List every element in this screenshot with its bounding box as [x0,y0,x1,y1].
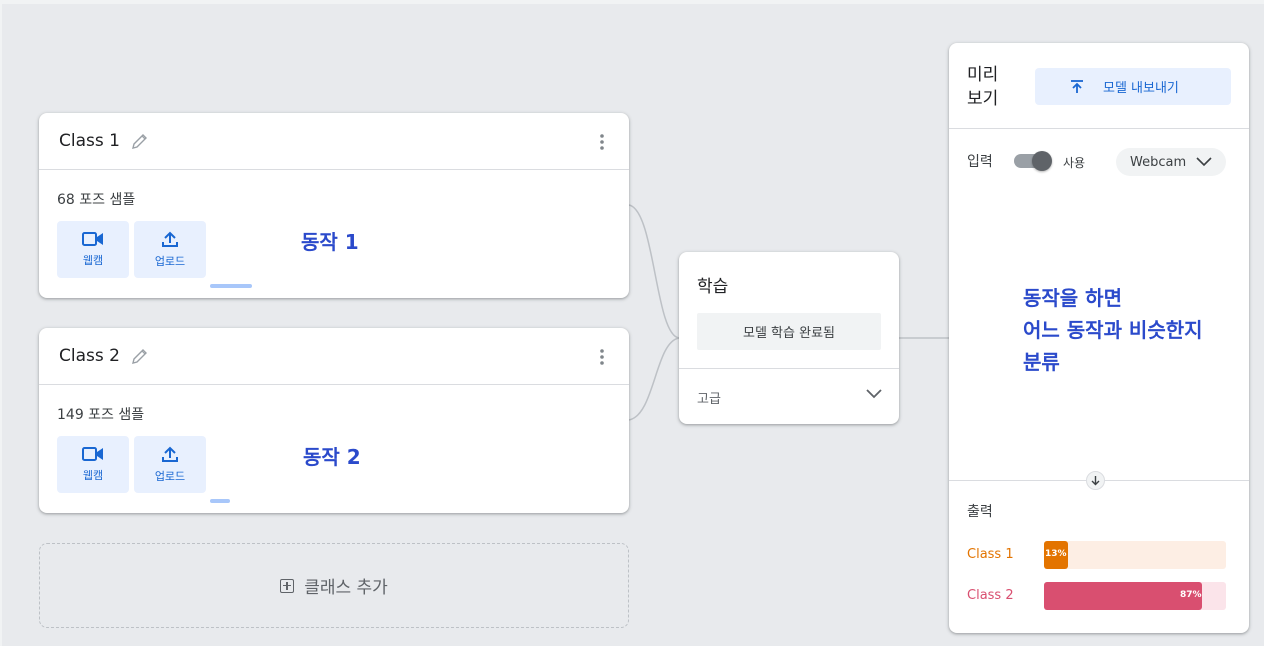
upload-icon [162,446,178,462]
input-toggle[interactable] [1014,151,1052,171]
class-name[interactable]: Class 1 [59,131,120,151]
confidence-percent: 13% [1045,549,1067,559]
sample-scrollbar[interactable] [210,284,252,288]
more-vert-icon[interactable] [599,348,605,366]
input-source-value: Webcam [1130,154,1187,170]
videocam-icon [82,232,103,246]
class-card-2: Class 2 149 포즈 샘플 웹캠 업로드 동작 2 [39,328,629,513]
confidence-bar-fill [1044,541,1068,569]
upload-label: 업로드 [154,470,186,483]
training-card: 학습 모델 학습 완료됨 고급 [679,252,899,424]
videocam-icon [82,447,103,461]
connector-class2 [628,337,680,421]
class-name[interactable]: Class 2 [59,346,120,366]
toggle-label: 사용 [1063,156,1086,170]
upload-icon [162,231,178,247]
preview-title-line2: 보기 [967,89,999,109]
chevron-down-icon[interactable] [865,388,883,400]
annotation-line: 분류 [1023,350,1060,374]
arrow-down-icon [1086,471,1105,490]
advanced-toggle-label[interactable]: 고급 [697,392,721,407]
add-class-button[interactable]: 클래스 추가 [39,543,629,628]
pencil-icon[interactable] [130,346,150,366]
chevron-down-icon [1196,157,1212,167]
window-top-edge [0,0,1264,4]
output-label: 출력 [967,504,993,520]
webcam-label: 웹캠 [82,254,104,267]
add-class-label: 클래스 추가 [304,578,388,598]
class-card-header: Class 1 [39,113,629,170]
pencil-icon[interactable] [130,131,150,151]
connector-class1 [628,204,680,339]
output-row-class1: Class 1 13% [967,541,1227,569]
preview-title: 미리 보기 [967,63,1017,111]
more-vert-icon[interactable] [599,133,605,151]
class-card-1: Class 1 68 포즈 샘플 웹캠 업로드 동작 1 [39,113,629,298]
add-box-icon [280,578,295,593]
export-label: 모델 내보내기 [1103,81,1179,96]
input-label: 입력 [967,154,993,170]
webcam-button[interactable]: 웹캠 [57,436,129,493]
input-source-select[interactable]: Webcam [1116,148,1226,176]
upload-button[interactable]: 업로드 [134,436,206,493]
export-icon [1071,79,1083,93]
preview-title-line1: 미리 [967,65,999,85]
divider [679,368,899,369]
webcam-label: 웹캠 [82,469,104,482]
train-model-button[interactable]: 모델 학습 완료됨 [697,313,881,350]
confidence-bar-track: 87% [1044,582,1226,610]
confidence-bar-fill [1044,582,1202,610]
confidence-percent: 87% [1180,590,1202,600]
output-class-name: Class 2 [967,588,1014,603]
confidence-bar-track: 13% [1044,541,1226,569]
annotation-action-1: 동작 1 [301,230,359,254]
webcam-button[interactable]: 웹캠 [57,221,129,278]
output-class-name: Class 1 [967,547,1014,562]
class-card-header: Class 2 [39,328,629,385]
preview-panel: 미리 보기 모델 내보내기 입력 사용 Webcam 출력 Class 1 13… [949,43,1249,633]
annotation-line: 어느 동작과 비슷한지 [1023,318,1203,342]
sample-count: 149 포즈 샘플 [57,407,145,423]
toggle-knob [1032,151,1052,171]
upload-label: 업로드 [154,255,186,268]
training-title: 학습 [697,277,729,297]
upload-button[interactable]: 업로드 [134,221,206,278]
annotation-preview-note: 동작을 하면 어느 동작과 비슷한지 분류 [1023,282,1203,378]
output-row-class2: Class 2 87% [967,582,1227,610]
annotation-line: 동작을 하면 [1023,286,1122,310]
window-left-edge [0,0,2,646]
divider [949,128,1249,129]
annotation-action-2: 동작 2 [303,445,361,469]
export-model-button[interactable]: 모델 내보내기 [1035,68,1231,105]
sample-count: 68 포즈 샘플 [57,192,136,208]
sample-scrollbar[interactable] [210,499,230,503]
